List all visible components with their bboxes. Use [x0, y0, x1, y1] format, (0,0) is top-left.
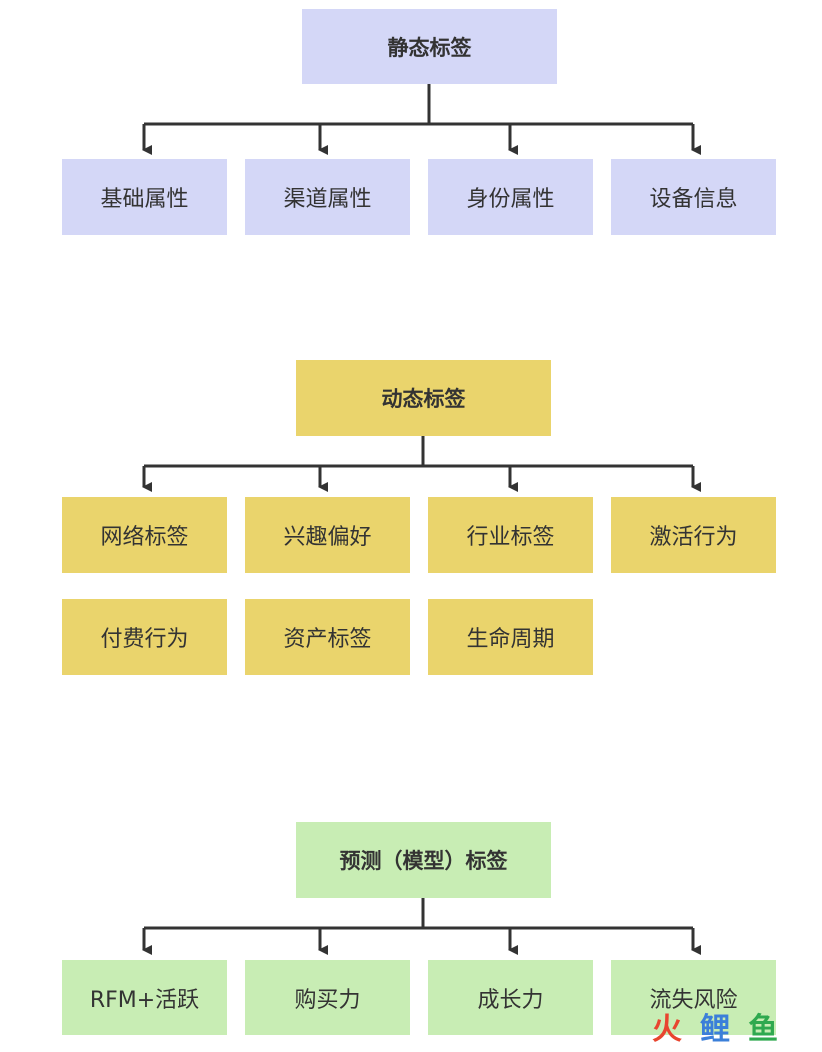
predictive-tag-item: 成长力 — [428, 960, 593, 1035]
static-tag-item: 渠道属性 — [245, 159, 410, 235]
static-tag-item: 设备信息 — [611, 159, 776, 235]
dynamic-tag-item: 生命周期 — [428, 599, 593, 675]
watermark-char: 鲤 — [700, 1012, 731, 1047]
watermark-char: 火 — [652, 1012, 683, 1047]
predictive-tag-item: 流失风险 — [611, 960, 776, 1035]
predictive-tags-root: 预测（模型）标签 — [296, 822, 551, 898]
dynamic-tag-item: 网络标签 — [62, 497, 227, 573]
static-tags-root: 静态标签 — [302, 9, 557, 84]
static-tag-item: 基础属性 — [62, 159, 227, 235]
dynamic-tag-item: 资产标签 — [245, 599, 410, 675]
dynamic-tag-item: 兴趣偏好 — [245, 497, 410, 573]
dynamic-tag-item: 行业标签 — [428, 497, 593, 573]
predictive-tag-item: 购买力 — [245, 960, 410, 1035]
dynamic-tag-item: 付费行为 — [62, 599, 227, 675]
dynamic-tags-root: 动态标签 — [296, 360, 551, 436]
dynamic-tag-item: 激活行为 — [611, 497, 776, 573]
predictive-tag-item: RFM+活跃 — [62, 960, 227, 1035]
watermark-char: 鱼 — [748, 1012, 779, 1047]
static-tag-item: 身份属性 — [428, 159, 593, 235]
watermark-logo: 火 鲤 鱼 — [652, 1004, 802, 1048]
